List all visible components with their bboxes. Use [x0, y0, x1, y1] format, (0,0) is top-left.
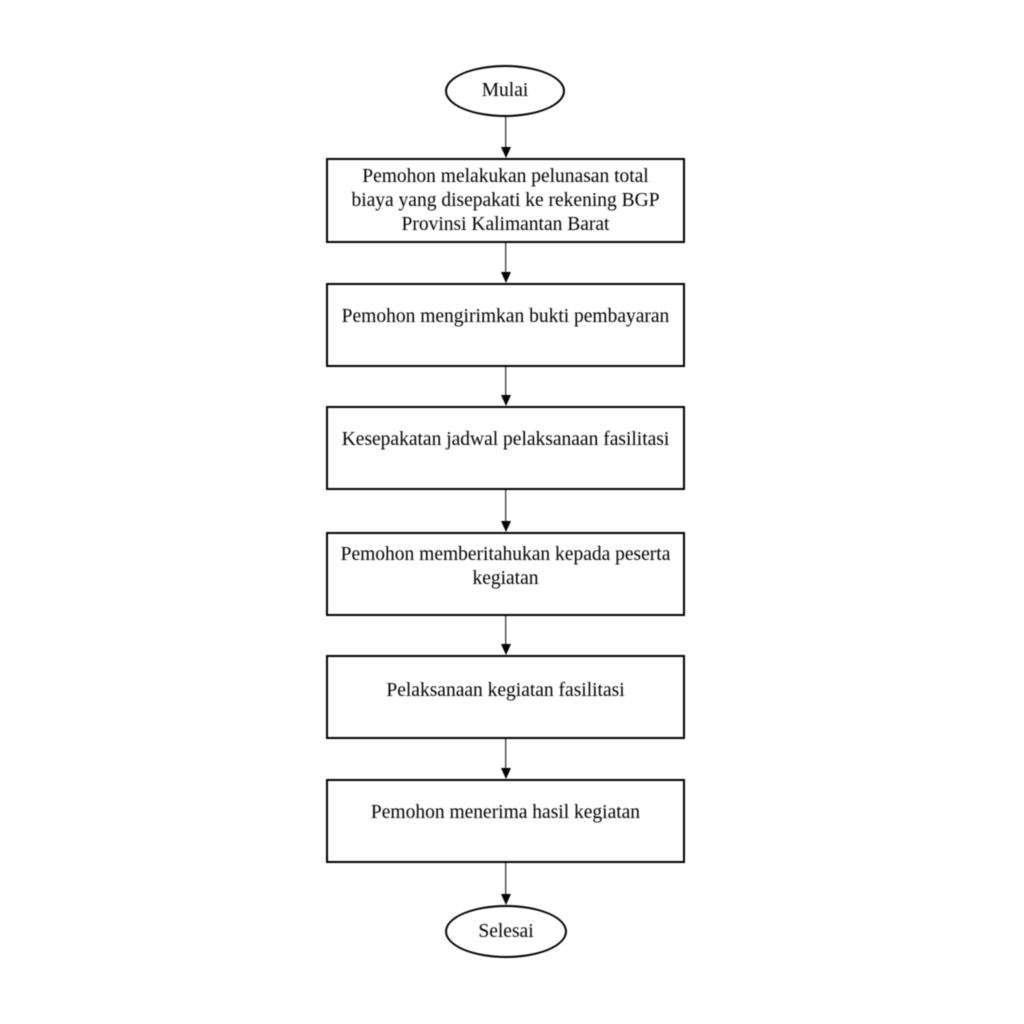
process-box-label: Pelaksanaan kegiatan fasilitasi: [386, 680, 625, 701]
flow-arrow-5: [500, 616, 512, 655]
arrow-shaft: [504, 616, 507, 646]
arrow-head-icon: [500, 147, 511, 158]
arrow-head-icon: [500, 521, 511, 532]
process-box-label: Kesepakatan jadwal pelaksanaan fasilitas…: [341, 429, 670, 450]
arrow-head-icon: [500, 768, 511, 779]
flow-arrow-1: [500, 117, 512, 158]
arrow-head-icon: [500, 894, 511, 905]
flow-arrow-4: [500, 490, 512, 532]
arrow-head-icon: [500, 272, 511, 283]
process-box-label: Pemohon menerima hasil kegiatan: [370, 802, 641, 823]
end-terminal: Selesai: [445, 905, 567, 958]
process-box-4: Pemohon memberitahukan kepada peserta ke…: [326, 532, 685, 616]
flow-arrow-3: [500, 367, 512, 406]
process-box-2: Pemohon mengirimkan bukti pembayaran: [326, 283, 685, 367]
arrow-shaft: [504, 367, 507, 397]
start-terminal-label: Mulai: [481, 80, 529, 101]
arrow-shaft: [504, 117, 507, 149]
process-box-5: Pelaksanaan kegiatan fasilitasi: [326, 655, 685, 739]
arrow-shaft: [504, 739, 507, 770]
arrow-head-icon: [500, 395, 511, 406]
arrow-shaft: [504, 863, 507, 896]
flow-arrow-6: [500, 739, 512, 779]
process-box-label: Pemohon mengirimkan bukti pembayaran: [341, 306, 670, 327]
arrow-shaft: [504, 243, 507, 274]
flow-arrow-2: [500, 243, 512, 283]
flow-arrow-7: [500, 863, 512, 905]
process-box-label: Pemohon memberitahukan kepada peserta ke…: [340, 544, 671, 589]
start-terminal: Mulai: [445, 65, 565, 117]
end-terminal-label: Selesai: [478, 920, 534, 942]
process-box-label: Pemohon melakukan pelunasan total biaya …: [351, 165, 660, 235]
arrow-head-icon: [500, 644, 511, 655]
process-box-6: Pemohon menerima hasil kegiatan: [326, 779, 685, 863]
process-box-3: Kesepakatan jadwal pelaksanaan fasilitas…: [326, 406, 685, 490]
process-box-1: Pemohon melakukan pelunasan total biaya …: [326, 158, 685, 243]
arrow-shaft: [504, 490, 507, 523]
